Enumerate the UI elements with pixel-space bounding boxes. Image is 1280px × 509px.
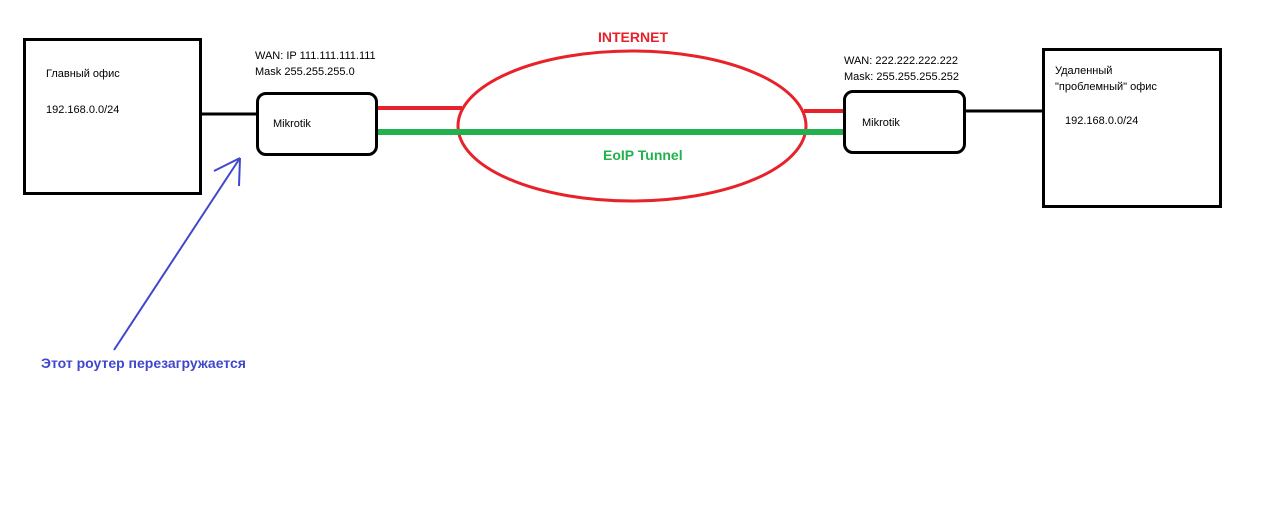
router-right-mask: Mask: 255.255.255.252 [844,71,959,83]
router-left-label: Mikrotik [273,118,311,130]
router-right-wan: WAN: 222.222.222.222 [844,55,958,67]
router-left [256,92,378,156]
remote-office-name-line2: "проблемный" офис [1055,81,1157,93]
router-right [843,90,966,154]
annotation-arrow-shaft [113,157,241,351]
main-office-box [23,38,202,195]
router-left-mask: Mask 255.255.255.0 [255,66,355,78]
router-left-wan: WAN: IP 111.111.111.111 [255,50,376,62]
eoip-tunnel-label: EoIP Tunnel [603,147,683,163]
annotation-arrowhead-left [213,157,241,172]
router-right-label: Mikrotik [862,117,900,129]
annotation-arrowhead-right [238,157,241,187]
internet-cloud [456,49,808,203]
remote-office-name-line1: Удаленный [1055,65,1113,77]
remote-office-box [1042,48,1222,208]
remote-office-subnet: 192.168.0.0/24 [1065,115,1139,127]
reboot-annotation: Этот роутер перезагружается [41,355,246,371]
internet-label: INTERNET [598,29,668,45]
main-office-subnet: 192.168.0.0/24 [46,104,120,116]
main-office-name: Главный офис [46,68,120,80]
